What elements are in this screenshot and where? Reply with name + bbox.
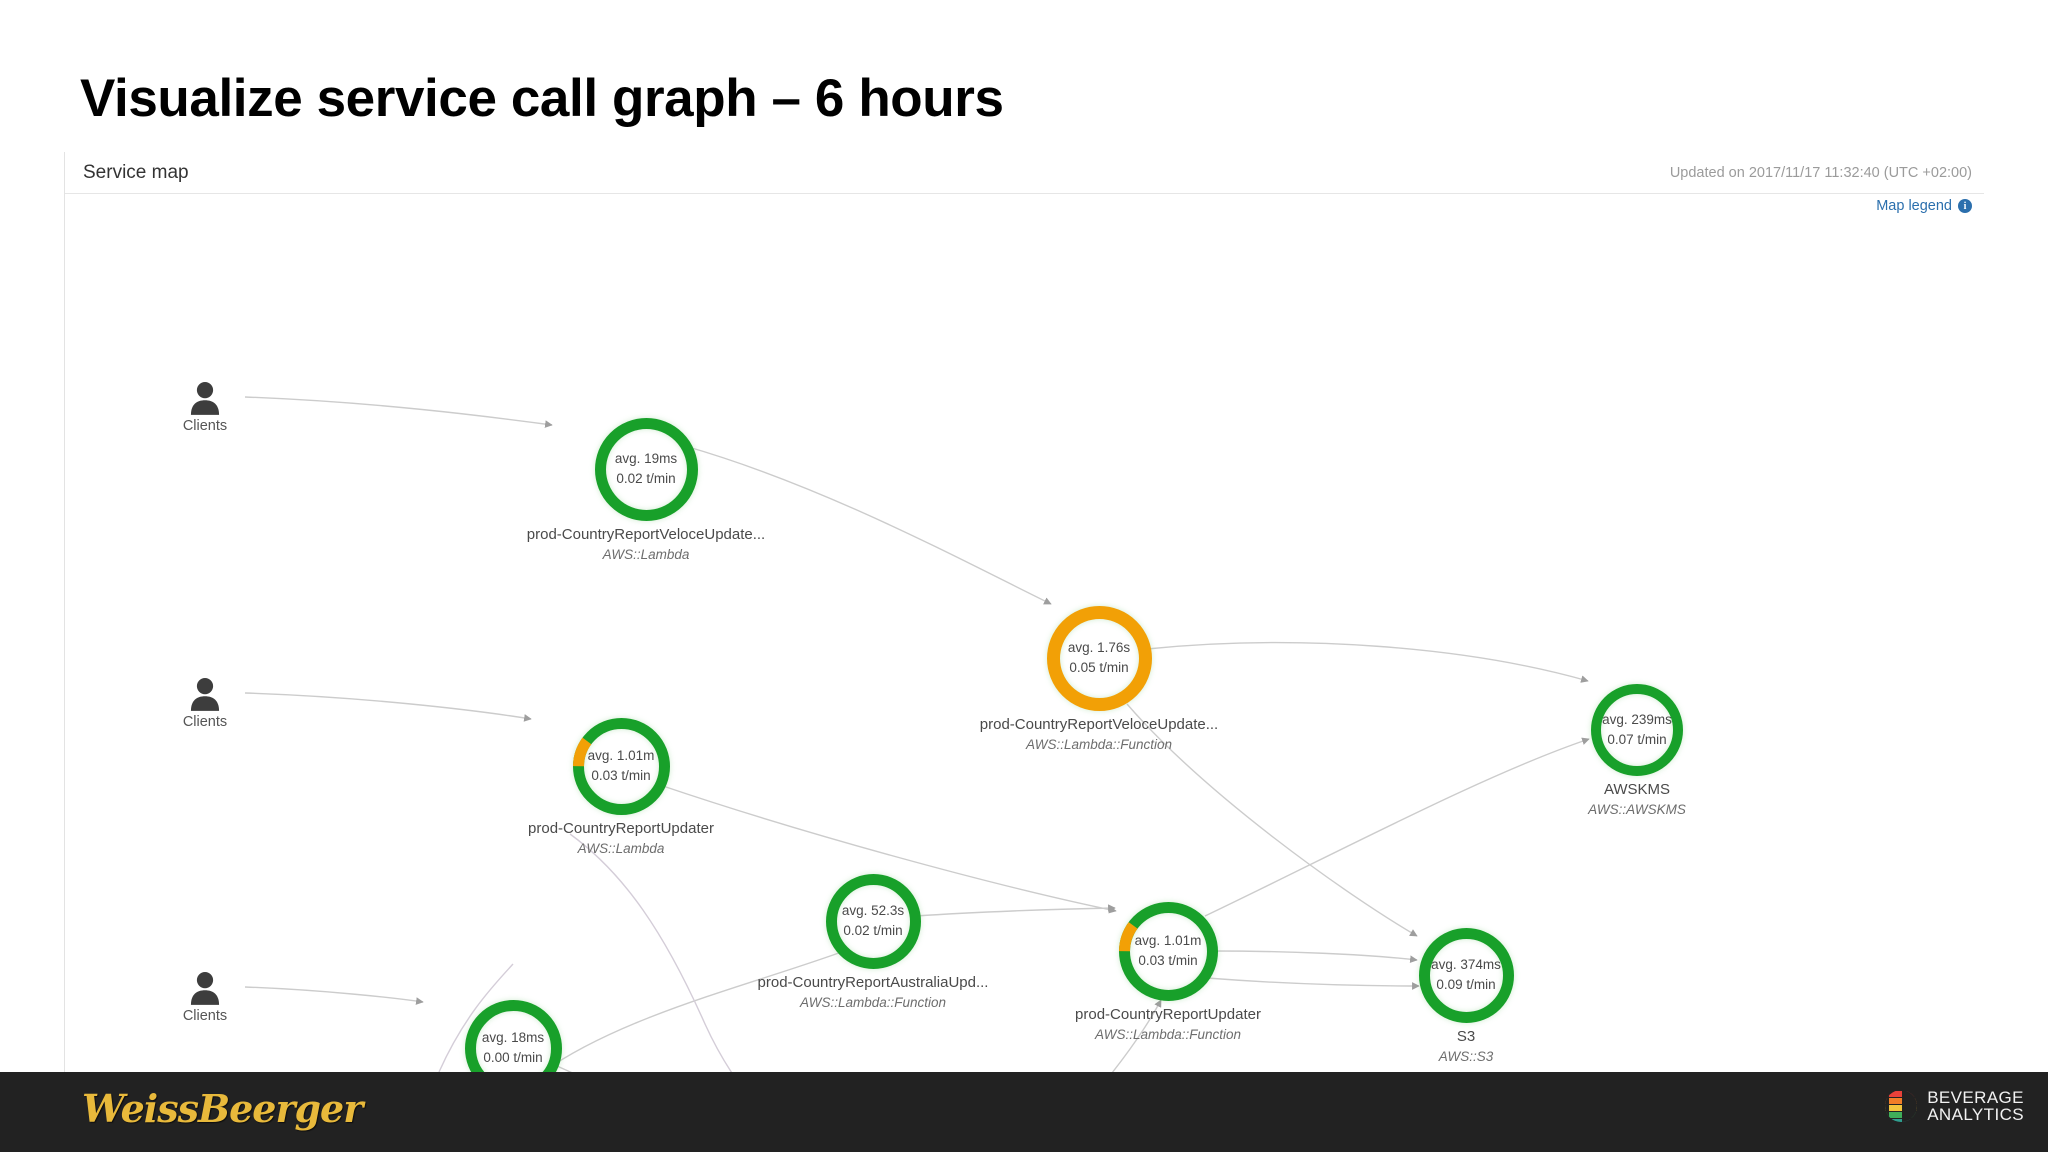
edge-creport-to-awskms xyxy=(1204,737,1590,917)
node-health-ring xyxy=(1118,901,1218,1001)
node-health-ring xyxy=(1591,684,1683,776)
edge-australia-to-creport xyxy=(915,904,1116,917)
node-health-ring xyxy=(572,717,670,815)
node-type: AWS::AWSKMS xyxy=(1588,802,1686,818)
client-label: Clients xyxy=(182,1008,228,1024)
stacked-bars-circle-icon xyxy=(1885,1090,1918,1123)
node-health-ring xyxy=(1418,927,1514,1023)
weissbeerger-logo: WeissBeerger xyxy=(82,1086,363,1131)
ba-line-2: ANALYTICS xyxy=(1927,1105,2024,1125)
node-health-ring xyxy=(825,873,921,969)
service-map-panel: Service map Updated on 2017/11/17 11:32:… xyxy=(64,152,1984,1072)
edge-clients3-billing xyxy=(244,986,424,1005)
node-name: prod-CountryReportVeloceUpdate... xyxy=(526,525,766,543)
edge-creportlambda-to-function xyxy=(662,785,1117,914)
info-icon[interactable]: i xyxy=(1958,199,1972,213)
client-label: Clients xyxy=(182,714,228,730)
node-type: AWS::Lambda xyxy=(602,546,690,562)
updated-timestamp: Updated on 2017/11/17 11:32:40 (UTC +02:… xyxy=(1669,165,1972,181)
edge-clients1-veloce xyxy=(244,396,553,428)
edge-veloce-to-s3 xyxy=(1126,703,1418,937)
client-label: Clients xyxy=(182,418,228,434)
user-icon xyxy=(190,678,220,711)
edge-decor-2 xyxy=(438,963,514,1072)
node-name: prod-CountryReportVeloceUpdate... xyxy=(979,715,1219,733)
edge-layer xyxy=(244,396,1590,1072)
page-title: Visualize service call graph – 6 hours xyxy=(80,69,1004,128)
panel-header: Service map Updated on 2017/11/17 11:32:… xyxy=(65,152,1984,194)
edge-billing-to-creport xyxy=(1111,999,1162,1072)
edge-veloce-to-function xyxy=(684,445,1052,605)
beverage-analytics-logo: BEVERAGE ANALYTICS xyxy=(1884,1089,2024,1124)
client-node[interactable]: Clients xyxy=(165,380,245,434)
node-name: S3 xyxy=(1456,1027,1476,1045)
user-icon xyxy=(190,382,220,415)
node-name: prod-CountryReportAustraliaUpd... xyxy=(757,973,989,991)
edge-veloce-to-awskms xyxy=(1146,641,1589,683)
node-caption: prod-CountryReportAustraliaUpd...AWS::La… xyxy=(758,973,989,1014)
map-legend-row[interactable]: Map legend i xyxy=(1876,198,1972,214)
node-name: prod-CountryReportUpdater xyxy=(528,819,714,837)
edge-lower-to-australia xyxy=(542,948,848,1072)
client-node[interactable]: Clients xyxy=(165,970,245,1024)
node-name: AWSKMS xyxy=(1603,781,1671,798)
footer-bar: WeissBeerger BEVERAGE ANALYTICS xyxy=(0,1072,2048,1152)
edge-clients2-creport xyxy=(244,692,532,722)
node-type: AWS::Lambda xyxy=(577,840,665,856)
edge-decor-1 xyxy=(569,833,733,1072)
ba-line-1: BEVERAGE xyxy=(1927,1088,2024,1107)
node-name: prod-CountryReportUpdater xyxy=(1075,1005,1261,1023)
node-type: AWS::Lambda::Function xyxy=(1025,736,1173,752)
node-caption: prod-CountryReportVeloceUpdate...AWS::La… xyxy=(980,715,1218,756)
panel-title: Service map xyxy=(83,162,189,183)
node-type: AWS::S3 xyxy=(1438,1048,1494,1064)
node-health-ring xyxy=(1046,605,1152,711)
node-health-ring xyxy=(594,417,698,521)
map-legend-link[interactable]: Map legend xyxy=(1876,198,1952,214)
node-type: AWS::Lambda::Function xyxy=(1094,1026,1242,1042)
edge-creport-to-s3-b xyxy=(1206,977,1420,990)
client-node[interactable]: Clients xyxy=(165,676,245,730)
user-icon xyxy=(190,972,220,1005)
node-type: AWS::Lambda::Function xyxy=(799,994,947,1010)
node-health-ring xyxy=(464,999,562,1072)
node-caption: prod-CountryReportVeloceUpdate...AWS::La… xyxy=(527,525,765,566)
edge-creport-to-s3 xyxy=(1212,950,1418,964)
